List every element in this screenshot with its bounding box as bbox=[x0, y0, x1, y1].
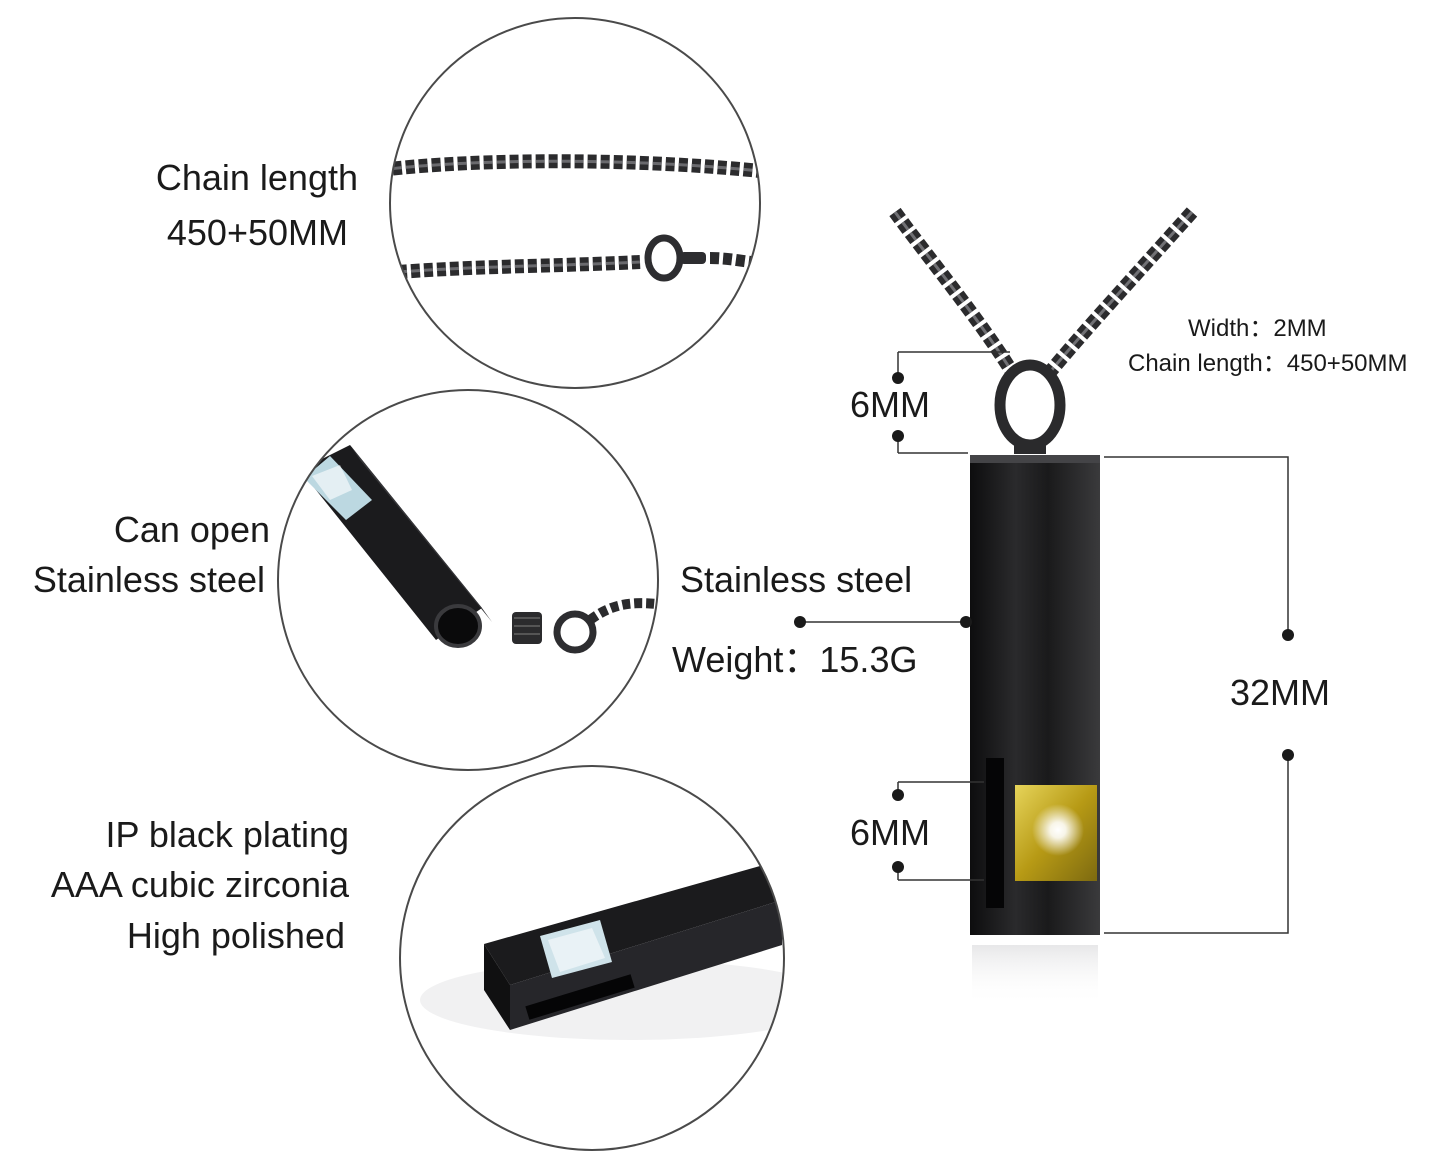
pendant-main bbox=[889, 207, 1198, 1005]
material-spec: Stainless steel bbox=[680, 559, 913, 600]
cubic-zirconia-label: AAA cubic zirconia bbox=[50, 864, 349, 905]
stone-detail-circle bbox=[399, 765, 785, 1151]
body-height-label: 32MM bbox=[1230, 672, 1331, 713]
stone-height-label: 6MM bbox=[850, 812, 930, 853]
bail-height-label: 6MM bbox=[850, 384, 930, 425]
ip-black-plating-label: IP black plating bbox=[105, 814, 350, 855]
chain-length-value: 450+50MM bbox=[166, 212, 348, 253]
can-open-label: Can open bbox=[113, 509, 270, 550]
weight-spec: Weight：15.3G bbox=[672, 639, 918, 680]
chain-length-label: Chain length bbox=[155, 157, 358, 198]
can-open-detail-circle bbox=[277, 389, 659, 771]
width-spec: Width：2MM bbox=[1188, 315, 1327, 342]
chain-detail-circle bbox=[389, 17, 761, 389]
dimension-dots bbox=[794, 372, 1294, 873]
stainless-steel-left-label: Stainless steel bbox=[32, 559, 265, 600]
chain-length-spec: Chain length：450+50MM bbox=[1128, 350, 1408, 377]
high-polished-label: High polished bbox=[126, 915, 345, 956]
